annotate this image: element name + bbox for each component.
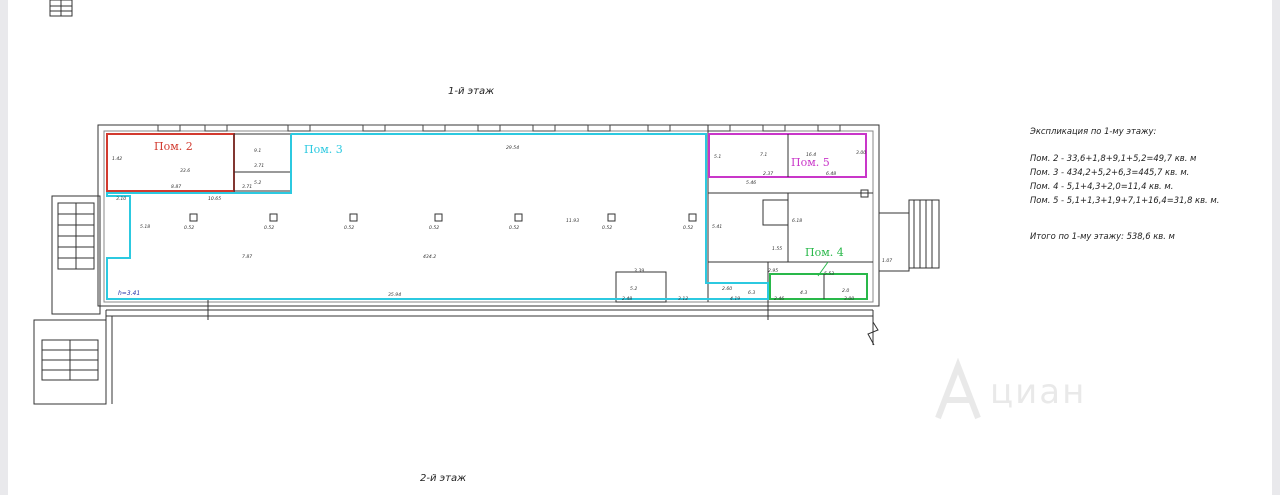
- explication-total: Итого по 1-му этажу: 538,6 кв. м: [1030, 231, 1175, 241]
- col-052-6: 0.52: [602, 225, 612, 231]
- window-marks: [157, 124, 841, 132]
- left-entrance: [51, 195, 101, 315]
- dim-419: 4.19: [730, 296, 740, 302]
- dim-553: 5.53: [824, 271, 834, 277]
- dim-541: 5.41: [712, 224, 722, 230]
- dim-295: 2.95: [768, 268, 778, 274]
- drawing-sheet: 29.54 35.94 10.65 8.87 3.71 3.71 1.42 5.…: [8, 0, 1272, 495]
- room-2-sub-outline: [233, 133, 292, 192]
- dim-246: 2.46: [774, 296, 784, 302]
- dim-107: 1.07: [882, 258, 892, 264]
- dim-618: 6.18: [792, 218, 802, 224]
- dim-312: 3.12: [678, 296, 688, 302]
- cian-watermark: циан: [928, 358, 1158, 428]
- dim-518: 5.18: [140, 224, 150, 230]
- area-71: 7.1: [760, 152, 767, 158]
- area-51: 5.1: [714, 154, 721, 160]
- dim-142: 1.42: [112, 156, 122, 162]
- room-3-outline: [106, 133, 769, 300]
- explication-row-room4: Пом. 4 - 5,1+4,3+2,0=11,4 кв. м.: [1030, 181, 1174, 191]
- watermark-text: циан: [990, 372, 1087, 412]
- dim-237: 2.37: [763, 171, 773, 177]
- room-2-label: Пом. 2: [154, 140, 193, 153]
- wall-lines: [33, 0, 940, 405]
- area-43: 4.3: [800, 290, 807, 296]
- area-91: 9.1: [254, 148, 261, 154]
- dim-155: 1.55: [772, 246, 782, 252]
- dim-total-length: 29.54: [506, 145, 519, 151]
- second-floor-label: 2-й этаж: [420, 473, 467, 484]
- floor-plan-svg: 29.54 35.94 10.65 8.87 3.71 3.71 1.42 5.…: [33, 0, 940, 405]
- room-4-leader: [817, 261, 829, 277]
- height-mark: h=3.41: [118, 290, 140, 297]
- col-052-5: 0.52: [509, 225, 519, 231]
- cian-logo-icon: [935, 358, 981, 420]
- area-52: 5.2: [254, 180, 261, 186]
- dim-546: 5.46: [746, 180, 756, 186]
- explication-row-room5: Пом. 5 - 5,1+1,3+1,9+7,1+16,4=31,8 кв. м…: [1030, 195, 1220, 205]
- dim-300b: 3.00: [844, 296, 854, 302]
- col-052-4: 0.52: [429, 225, 439, 231]
- col-052-2: 0.52: [264, 225, 274, 231]
- area-room2: 33.6: [180, 168, 190, 174]
- explication-title: Экспликация по 1-му этажу:: [1030, 126, 1157, 136]
- area-63: 6.3: [748, 290, 755, 296]
- dim-371b: 3.71: [242, 184, 252, 190]
- first-floor-label: 1-й этаж: [448, 86, 495, 97]
- dim-371a: 3.71: [254, 163, 264, 169]
- area-164: 16.4: [806, 152, 816, 158]
- dim-648: 6.48: [826, 171, 836, 177]
- room-3-label: Пом. 3: [304, 143, 343, 156]
- explication-row-room2: Пом. 2 - 33,6+1,8+9,1+5,2=49,7 кв. м: [1030, 153, 1197, 163]
- explication-legend: Экспликация по 1-му этажу: Пом. 2 - 33,6…: [1030, 124, 1270, 243]
- room-4-outline: [769, 273, 868, 300]
- dim-339: 3.39: [634, 268, 644, 274]
- explication-row-room3: Пом. 3 - 434,2+5,2+6,3=445,7 кв. м.: [1030, 167, 1190, 177]
- dim-887: 8.87: [171, 184, 181, 190]
- dim-bottom-length: 35.94: [388, 292, 401, 298]
- dim-787: 7.87: [242, 254, 252, 260]
- col-052-3: 0.52: [344, 225, 354, 231]
- area-20: 2.0: [842, 288, 849, 294]
- area-52b: 5.2: [630, 286, 637, 292]
- dim-300: 3.00: [856, 150, 866, 156]
- area-main: 434.2: [423, 254, 436, 260]
- dim-1193: 11.93: [566, 218, 579, 224]
- col-052-7: 0.52: [683, 225, 693, 231]
- dim-248: 2.48: [622, 296, 632, 302]
- lower-left-stair: [33, 319, 107, 405]
- dim-1065: 10.65: [208, 196, 221, 202]
- columns: [189, 189, 869, 222]
- room-5-label: Пом. 5: [791, 156, 830, 169]
- room-4-label: Пом. 4: [805, 246, 844, 259]
- col-052-1: 0.52: [184, 225, 194, 231]
- dim-310: 3.10: [116, 196, 126, 202]
- dim-260: 2.60: [722, 286, 732, 292]
